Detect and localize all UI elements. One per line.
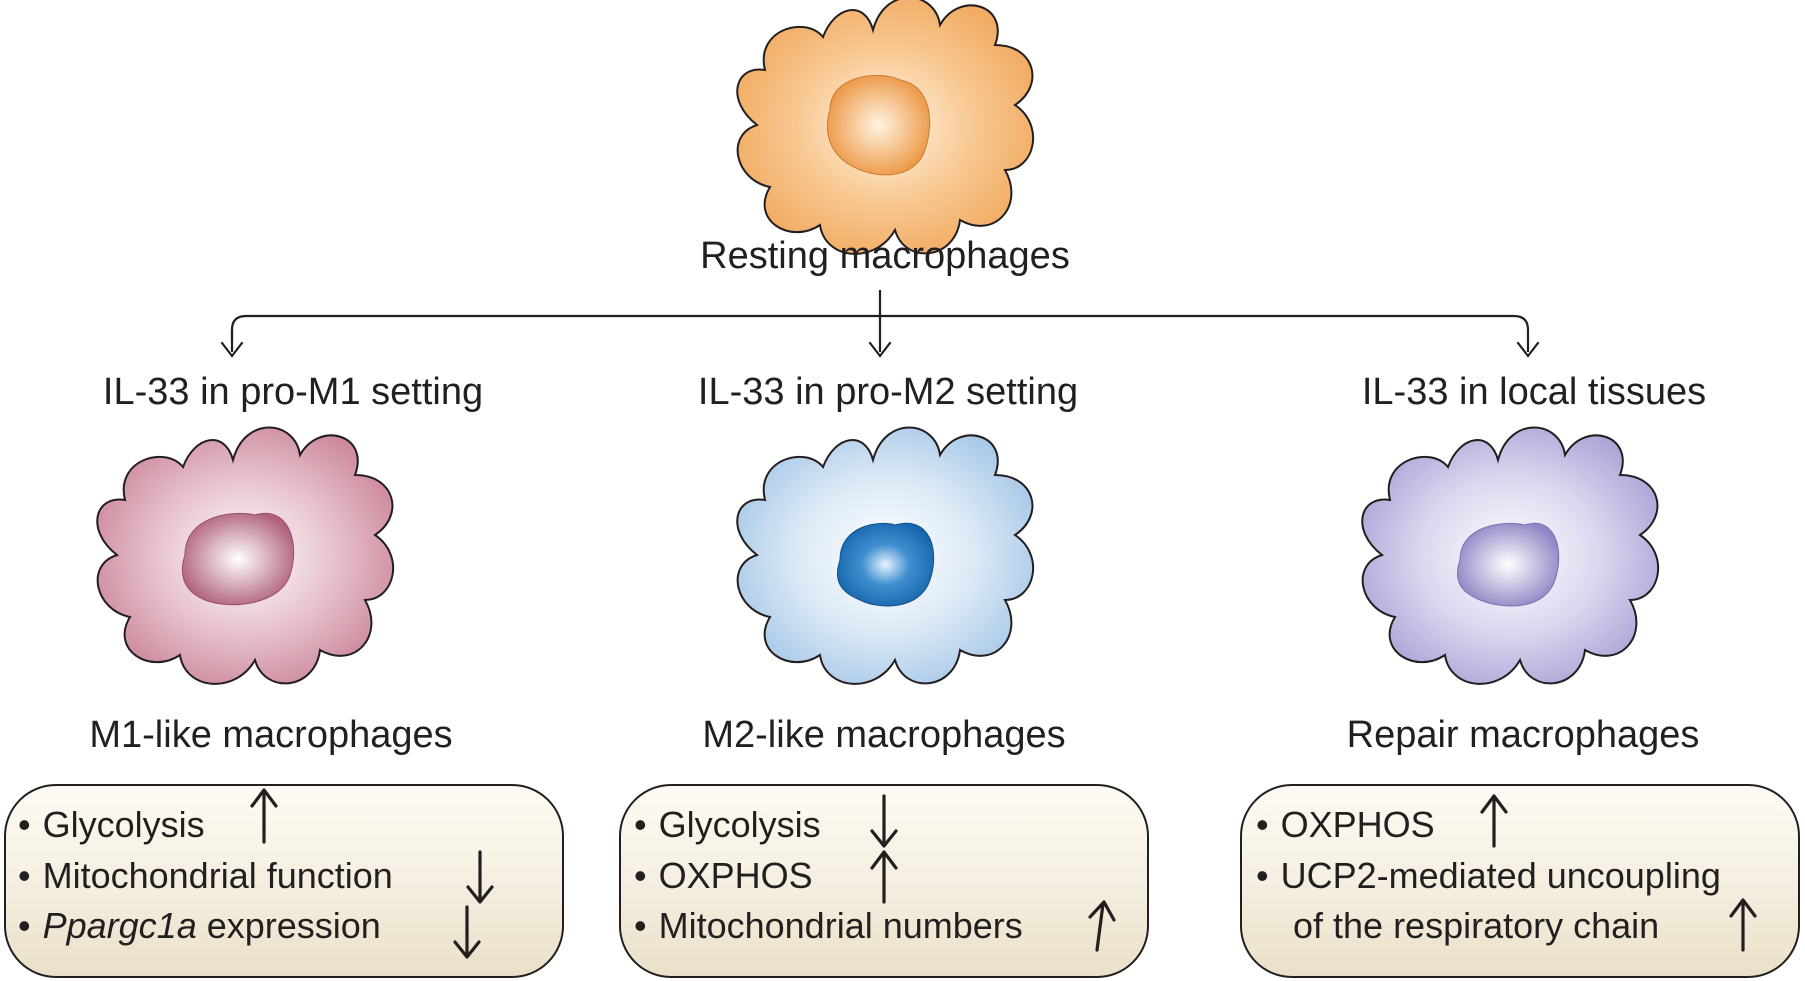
repair-macrophages-label: Repair macrophages [1346, 714, 1700, 756]
bullet: • [1256, 855, 1269, 896]
m1-effect-mitochondrial-function: • Mitochondrial function [18, 855, 393, 897]
effect-text: OXPHOS [658, 855, 813, 896]
repair-effects-box [1240, 784, 1800, 978]
m2-effect-oxphos: • OXPHOS [634, 855, 813, 897]
repair-macrophage-nucleus [1457, 522, 1560, 607]
repair-effect-respiratory-chain: of the respiratory chain [1293, 905, 1659, 947]
resting-macrophage-cell [736, 0, 1034, 255]
repair-effect-oxphos: • OXPHOS [1256, 804, 1435, 846]
m2-macrophages-label: M2-like macrophages [702, 714, 1066, 756]
m2-macrophage-cell [736, 426, 1034, 685]
setting-label-pro-m1: IL-33 in pro-M1 setting [102, 371, 484, 413]
effect-text-gene: Ppargc1a [42, 905, 197, 946]
m2-effect-glycolysis: • Glycolysis [634, 804, 821, 846]
effect-text-suffix: expression [196, 905, 381, 946]
setting-label-pro-m2: IL-33 in pro-M2 setting [697, 371, 1079, 413]
bullet: • [634, 905, 647, 946]
branch-connector [230, 290, 1530, 352]
m2-effect-mitochondrial-numbers: • Mitochondrial numbers [634, 905, 1023, 947]
repair-macrophage-cell [1361, 426, 1659, 685]
effect-text: Mitochondrial numbers [658, 905, 1023, 946]
resting-macrophage-nucleus [826, 74, 931, 176]
arrowhead-center-icon [868, 341, 892, 358]
effect-text: Glycolysis [42, 804, 205, 845]
m1-macrophage-cell [96, 426, 394, 685]
setting-label-local-tissues: IL-33 in local tissues [1361, 371, 1707, 413]
resting-macrophages-label: Resting macrophages [700, 235, 1070, 277]
m1-effect-glycolysis: • Glycolysis [18, 804, 205, 846]
m1-effect-ppargc1a: • Ppargc1a expression [18, 905, 381, 947]
effect-text: OXPHOS [1280, 804, 1435, 845]
effect-text: Mitochondrial function [42, 855, 393, 896]
bullet: • [1256, 804, 1269, 845]
m2-macrophage-nucleus [837, 522, 935, 607]
bullet: • [18, 855, 31, 896]
repair-effect-ucp2: • UCP2-mediated uncoupling [1256, 855, 1721, 897]
effect-text: Glycolysis [658, 804, 821, 845]
bullet: • [18, 804, 31, 845]
m1-macrophage-nucleus [182, 512, 295, 606]
effect-text: of the respiratory chain [1293, 905, 1660, 946]
m1-macrophages-label: M1-like macrophages [89, 714, 453, 756]
effect-text: UCP2-mediated uncoupling [1280, 855, 1721, 896]
bullet: • [18, 905, 31, 946]
bullet: • [634, 855, 647, 896]
arrowhead-right-icon [1516, 341, 1540, 358]
arrowhead-left-icon [220, 341, 244, 358]
bullet: • [634, 804, 647, 845]
